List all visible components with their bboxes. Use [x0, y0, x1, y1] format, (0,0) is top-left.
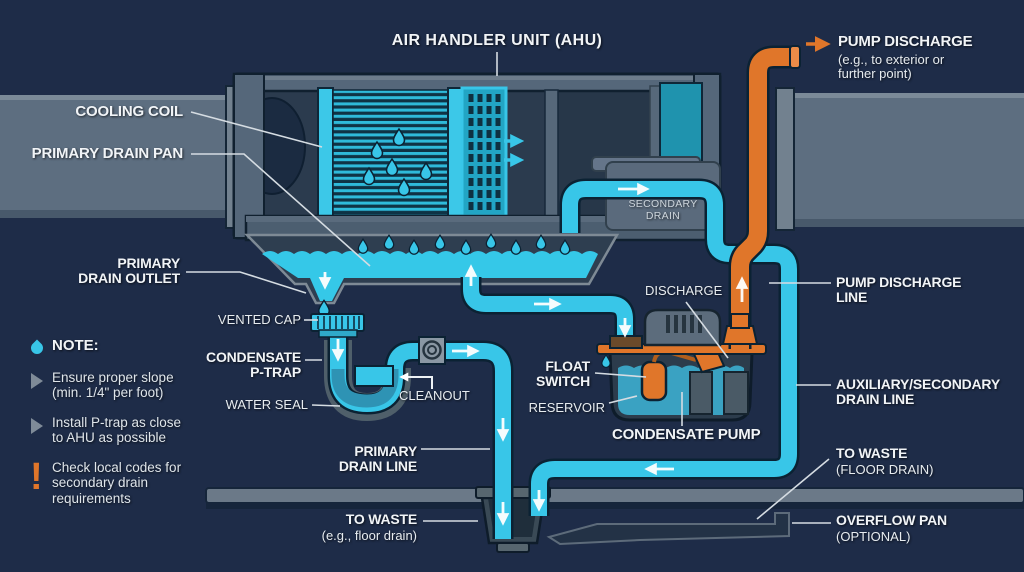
- label-primary-drain-pan: PRIMARY DRAIN PAN: [31, 145, 184, 162]
- cleanout-callout: [399, 372, 433, 389]
- label-to-waste-floor-sub: (e.g., floor drain): [321, 528, 417, 543]
- note-item-slope: Ensure proper slope (min. 1/4" per foot): [52, 370, 174, 401]
- triangle-bullet-icon: [31, 418, 43, 434]
- cooling-coil: [317, 87, 463, 217]
- label-primary-drain-line: PRIMARY DRAIN LINE: [338, 443, 417, 475]
- triangle-bullet-icon: [31, 373, 43, 389]
- pump-body: [723, 371, 749, 415]
- float-switch: [640, 360, 668, 402]
- vented-cap: [310, 313, 365, 338]
- label-water-seal: WATER SEAL: [225, 397, 308, 412]
- label-vented-cap: VENTED CAP: [217, 312, 301, 327]
- label-pump-discharge-sub: (e.g., to exterior or further point): [838, 52, 945, 82]
- condensate-pump: [596, 308, 767, 422]
- callout-lines: [186, 52, 831, 524]
- note-item-ptrap: Install P-trap as close to AHU as possib…: [52, 415, 182, 446]
- trap-union: [354, 365, 394, 387]
- p-trap: [324, 332, 446, 422]
- filter-section: [460, 86, 508, 218]
- label-condensate-pump: CONDENSATE PUMP: [612, 426, 761, 443]
- exclamation-icon: !: [30, 456, 43, 498]
- label-to-waste-right: TO WASTE: [836, 445, 908, 461]
- label-condensate-p-trap: CONDENSATE P-TRAP: [206, 349, 301, 381]
- airflow-arrows: [504, 134, 525, 167]
- label-aux-secondary-drain-line: AUXILIARY/SECONDARY DRAIN LINE: [836, 376, 1000, 408]
- note-item-codes: Check local codes for secondary drain re…: [52, 460, 182, 506]
- label-secondary-drain: SECONDARY DRAIN: [628, 198, 698, 222]
- label-overflow-pan: OVERFLOW PAN: [836, 512, 947, 528]
- pump-feed-pipe: [460, 277, 636, 347]
- label-to-waste-right-sub: (FLOOR DRAIN): [836, 462, 934, 477]
- primary-drain-pan: [244, 233, 620, 305]
- blower-panel: [659, 82, 703, 163]
- label-pump-discharge: PUMP DISCHARGE: [838, 33, 973, 50]
- flow-arrows: [318, 182, 749, 526]
- divider-wall: [544, 89, 559, 221]
- pump-discharge-pipe: [721, 45, 801, 349]
- label-pump-discharge-line: PUMP DISCHARGE LINE: [836, 274, 962, 306]
- cleanout-fitting: [418, 336, 446, 365]
- pan-water: [262, 251, 598, 278]
- label-float-switch: FLOAT SWITCH: [535, 358, 590, 390]
- label-cooling-coil: COOLING COIL: [75, 103, 183, 120]
- pump-body: [689, 371, 713, 415]
- label-cleanout: CLEANOUT: [399, 388, 470, 403]
- diagram-title: AIR HANDLER UNIT (AHU): [391, 32, 603, 49]
- floor: [205, 487, 1024, 509]
- note-heading: NOTE:: [52, 337, 99, 354]
- label-to-waste-floor: TO WASTE: [345, 511, 417, 527]
- label-discharge: DISCHARGE: [645, 283, 723, 298]
- overflow-pan: [546, 512, 790, 546]
- label-overflow-pan-sub: (OPTIONAL): [836, 529, 911, 544]
- duct-right: [775, 87, 1024, 231]
- inlet-bracket: [609, 335, 643, 349]
- label-primary-drain-outlet: PRIMARY DRAIN OUTLET: [78, 255, 180, 287]
- label-reservoir: RESERVOIR: [528, 400, 605, 415]
- primary-drain-line-pipe: [446, 340, 514, 539]
